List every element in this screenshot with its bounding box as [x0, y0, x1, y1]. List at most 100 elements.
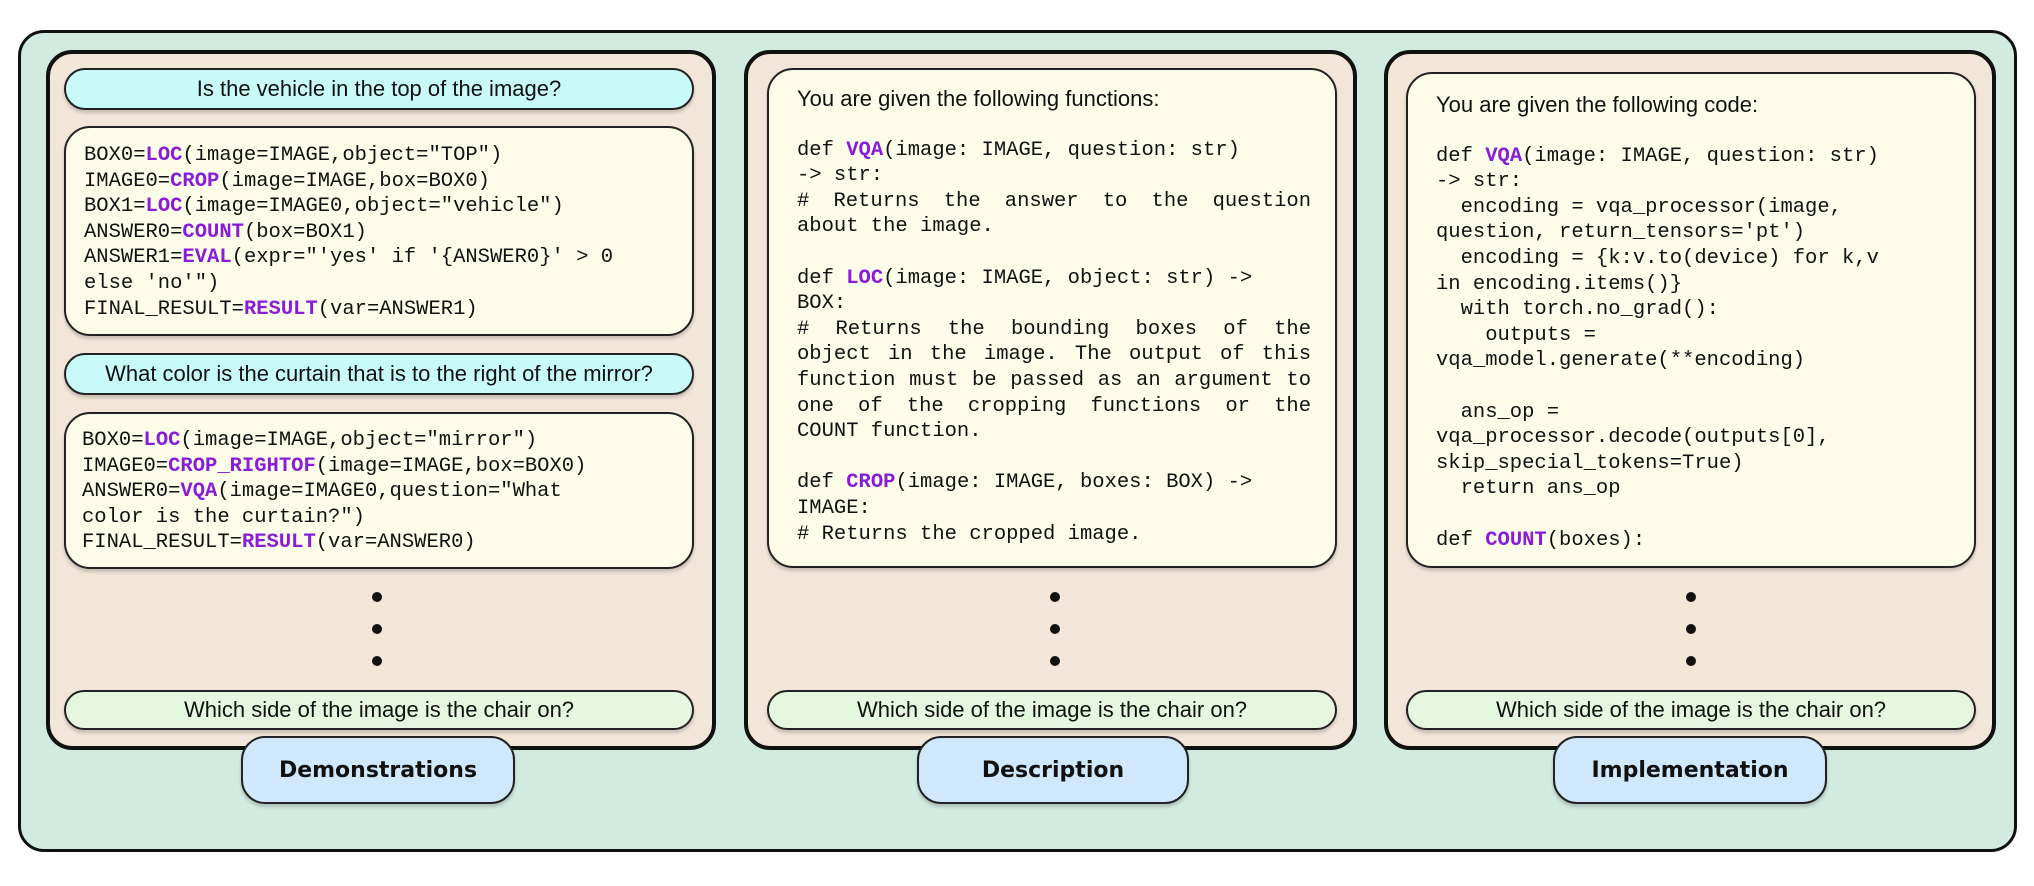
- code-line: ANSWER0=COUNT(box=BOX1): [84, 220, 692, 246]
- code-line: vqa_model.generate(**encoding): [1436, 348, 1974, 374]
- code-line: FINAL_RESULT=RESULT(var=ANSWER1): [84, 297, 692, 323]
- function-name: EVAL: [182, 246, 232, 270]
- function-signature: def LOC(image: IMAGE, object: str) ->: [797, 266, 1311, 292]
- code-text: def: [1436, 528, 1486, 552]
- code-text: def: [797, 266, 847, 290]
- code-text: def: [797, 138, 847, 162]
- code-text: BOX0=: [82, 429, 144, 452]
- code-line: def VQA(image: IMAGE, question: str): [1436, 144, 1974, 170]
- code-text: BOX:: [797, 292, 847, 316]
- code-line: ANSWER0=VQA(image=IMAGE0,question="What: [82, 479, 692, 505]
- demo-program-2: BOX0=LOC(image=IMAGE,object="mirror")IMA…: [64, 412, 694, 569]
- code-line: with torch.no_grad():: [1436, 297, 1974, 323]
- code-text: outputs =: [1436, 323, 1596, 347]
- code-line: [1436, 374, 1974, 400]
- function-name: RESULT: [241, 531, 316, 555]
- function-name: CROP_RIGHTOF: [168, 454, 316, 478]
- implementation-final-question: Which side of the image is the chair on?: [1406, 690, 1976, 730]
- function-descriptions: You are given the following functions: d…: [767, 68, 1337, 568]
- function-implementations: You are given the following code: def VQ…: [1406, 72, 1976, 568]
- code-text: (image: IMAGE, question: str): [1522, 144, 1879, 168]
- code-text: ans_op =: [1436, 400, 1560, 424]
- function-comment: # Returns the answer to the question abo…: [797, 189, 1311, 239]
- demo-question-2: What color is the curtain that is to the…: [64, 353, 694, 395]
- code-text: FINAL_RESULT=: [84, 297, 244, 321]
- code-line: encoding = vqa_processor(image,: [1436, 195, 1974, 221]
- code-text: else 'no'"): [84, 271, 220, 295]
- code-line: FINAL_RESULT=RESULT(var=ANSWER0): [82, 530, 692, 556]
- code-text: ANSWER1=: [84, 246, 183, 270]
- implementation-intro: You are given the following code:: [1436, 92, 1759, 117]
- code-line: ans_op =: [1436, 400, 1974, 426]
- code-text: (image=IMAGE,box=BOX0): [219, 169, 490, 193]
- code-text: skip_special_tokens=True): [1436, 451, 1744, 475]
- function-name: LOC: [145, 195, 183, 219]
- demo-program-1: BOX0=LOC(image=IMAGE,object="TOP")IMAGE0…: [64, 126, 694, 336]
- code-text: IMAGE:: [797, 496, 871, 520]
- code-text: (image=IMAGE,box=BOX0): [315, 454, 587, 478]
- code-text: (var=ANSWER0): [315, 531, 476, 555]
- function-name: LOC: [145, 144, 183, 167]
- code-text: vqa_model.generate(**encoding): [1436, 349, 1806, 373]
- function-name: LOC: [143, 429, 181, 452]
- function-name: VQA: [180, 480, 218, 504]
- function-signature: def VQA(image: IMAGE, question: str): [797, 138, 1311, 164]
- function-name: COUNT: [182, 220, 244, 244]
- code-text: return ans_op: [1436, 477, 1621, 501]
- code-text: IMAGE0=: [84, 169, 171, 193]
- function-name: RESULT: [243, 297, 318, 321]
- code-text: (box=BOX1): [243, 220, 367, 244]
- code-text: in encoding.items()}: [1436, 272, 1683, 296]
- code-text: question, return_tensors='pt'): [1436, 221, 1806, 245]
- code-text: (image: IMAGE, boxes: BOX) ->: [895, 471, 1253, 495]
- code-line: in encoding.items()}: [1436, 272, 1974, 298]
- code-line: IMAGE0=CROP(image=IMAGE,box=BOX0): [84, 169, 692, 195]
- function-comment: # Returns the cropped image.: [797, 522, 1142, 546]
- code-text: def: [1436, 144, 1486, 168]
- demo-question-1: Is the vehicle in the top of the image?: [64, 68, 694, 110]
- code-text: encoding = {k:v.to(device) for k,v: [1436, 246, 1879, 270]
- code-line: vqa_processor.decode(outputs[0],: [1436, 425, 1974, 451]
- code-line: def COUNT(boxes):: [1436, 528, 1974, 554]
- code-text: (image: IMAGE, object: str) ->: [883, 266, 1253, 290]
- code-line: outputs =: [1436, 323, 1974, 349]
- code-line: ANSWER1=EVAL(expr="'yes' if '{ANSWER0}' …: [84, 245, 692, 271]
- function-description: def LOC(image: IMAGE, object: str) ->BOX…: [797, 266, 1311, 445]
- code-line: BOX1=LOC(image=IMAGE0,object="vehicle"): [84, 194, 692, 220]
- code-text: FINAL_RESULT=: [82, 531, 242, 555]
- ellipsis-dots: [1050, 592, 1062, 688]
- code-text: color is the curtain?"): [82, 505, 365, 529]
- code-text: (image=IMAGE,object="mirror"): [180, 429, 538, 452]
- code-line: -> str:: [1436, 169, 1974, 195]
- demonstrations-label: Demonstrations: [241, 736, 515, 804]
- code-text: BOX0=: [84, 144, 146, 167]
- code-text: with torch.no_grad():: [1436, 298, 1719, 322]
- function-name: VQA: [846, 138, 884, 162]
- ellipsis-dots: [372, 592, 384, 688]
- code-text: (image=IMAGE0,object="vehicle"): [182, 195, 564, 219]
- function-name: COUNT: [1485, 528, 1547, 552]
- description-intro: You are given the following functions:: [797, 86, 1160, 111]
- function-name: VQA: [1485, 144, 1523, 168]
- function-name: LOC: [846, 266, 884, 290]
- demo-final-question: Which side of the image is the chair on?: [64, 690, 694, 730]
- code-line: question, return_tensors='pt'): [1436, 220, 1974, 246]
- function-name: CROP: [170, 169, 220, 193]
- function-comment: # Returns the bounding boxes of the obje…: [797, 317, 1311, 444]
- code-text: IMAGE0=: [82, 454, 169, 478]
- code-line: color is the curtain?"): [82, 505, 692, 531]
- code-line: BOX0=LOC(image=IMAGE,object="mirror"): [82, 428, 692, 454]
- code-text: def: [797, 471, 847, 495]
- code-line: IMAGE0=CROP_RIGHTOF(image=IMAGE,box=BOX0…: [82, 454, 692, 480]
- code-text: ANSWER0=: [82, 480, 181, 504]
- code-text: encoding = vqa_processor(image,: [1436, 195, 1842, 219]
- code-text: (image=IMAGE,object="TOP"): [182, 144, 503, 167]
- code-line: skip_special_tokens=True): [1436, 451, 1974, 477]
- function-description: def VQA(image: IMAGE, question: str)-> s…: [797, 138, 1311, 240]
- function-description: def CROP(image: IMAGE, boxes: BOX) ->IMA…: [797, 470, 1311, 547]
- function-name: CROP: [846, 471, 896, 495]
- code-text: -> str:: [1436, 170, 1523, 194]
- code-text: (expr="'yes' if '{ANSWER0}' > 0: [231, 246, 614, 270]
- code-text: -> str:: [797, 164, 884, 188]
- function-signature: def CROP(image: IMAGE, boxes: BOX) ->: [797, 470, 1311, 496]
